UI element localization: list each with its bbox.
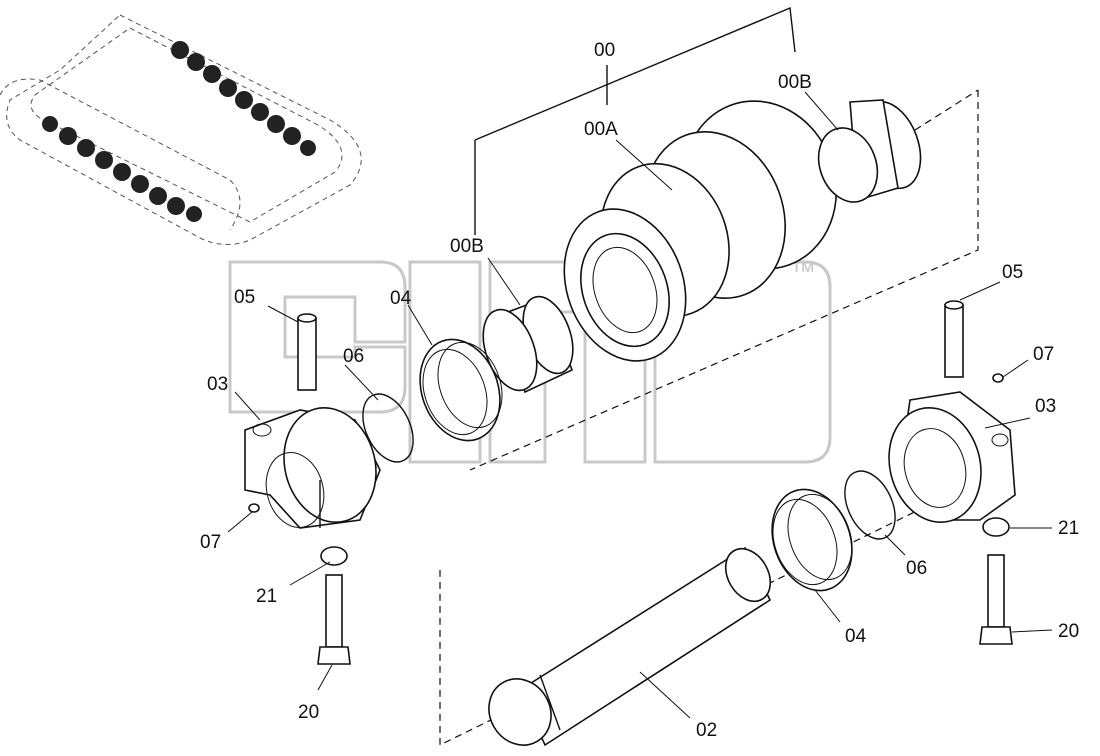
plug-left	[248, 503, 260, 513]
label-07-right: 07	[1033, 344, 1054, 365]
assy-bracket	[474, 6, 796, 141]
leader-00A	[615, 139, 673, 191]
shaft	[488, 546, 772, 747]
collar-left	[244, 406, 381, 529]
label-04-left: 04	[390, 288, 412, 309]
track-rollers	[42, 41, 316, 222]
label-00: 00	[594, 40, 615, 61]
label-02: 02	[696, 720, 717, 741]
leader-07-left	[227, 511, 253, 533]
seal-right	[771, 488, 853, 592]
leader-04-left	[407, 304, 433, 346]
plug-right	[992, 373, 1004, 383]
leader-05-left	[267, 305, 299, 323]
leader-00B-top	[804, 91, 839, 131]
collar-right	[888, 391, 1016, 524]
label-00B-left: 00B	[450, 236, 484, 257]
label-06-right: 06	[906, 558, 927, 579]
track-thumbnail	[0, 14, 362, 245]
leader-02	[639, 671, 691, 719]
label-21-right: 21	[1058, 518, 1079, 539]
leader-00B-left	[487, 257, 521, 306]
pin-left	[297, 313, 317, 391]
leader-07-right	[1002, 359, 1029, 378]
label-04-right: 04	[845, 626, 867, 647]
label-00A: 00A	[584, 119, 618, 140]
leader-20-left	[317, 664, 333, 691]
leader-06-right	[884, 534, 906, 556]
label-06-left: 06	[343, 346, 364, 367]
washer-left	[320, 546, 348, 566]
leader-06-left	[344, 364, 379, 401]
roller-body	[563, 100, 838, 362]
label-00B-top: 00B	[778, 72, 812, 93]
axis-line-top-end	[914, 89, 979, 131]
bushing-top	[817, 99, 922, 203]
bushing-left	[482, 295, 574, 394]
label-05-left: 05	[234, 287, 255, 308]
leader-04-right	[814, 589, 841, 623]
bolt-left	[317, 574, 351, 665]
leader-03-left	[234, 391, 261, 421]
leader-05-right	[959, 281, 1001, 301]
bolt-right	[979, 554, 1013, 645]
label-05-right: 05	[1002, 262, 1023, 283]
label-20-left: 20	[298, 702, 319, 723]
oring-right	[844, 470, 896, 540]
washer-right	[982, 517, 1010, 537]
axis-line-top	[469, 90, 979, 471]
label-21-left: 21	[256, 586, 277, 607]
seal-left	[419, 338, 503, 442]
label-03-left: 03	[207, 374, 228, 395]
leader-03-right	[984, 417, 1031, 429]
label-03-right: 03	[1035, 396, 1056, 417]
leader-20-right	[1011, 629, 1053, 633]
label-20-right: 20	[1058, 621, 1079, 642]
pin-right	[944, 300, 964, 378]
label-07-left: 07	[200, 532, 221, 553]
leader-21-left	[289, 561, 331, 586]
